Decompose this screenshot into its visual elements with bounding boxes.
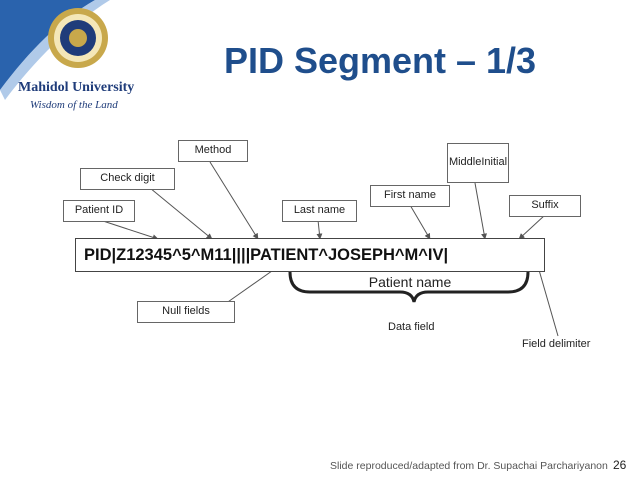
university-name: Mahidol University — [18, 80, 135, 95]
label-first-name: First name — [370, 185, 450, 207]
label-check-digit: Check digit — [80, 168, 175, 190]
slide-credit: Slide reproduced/adapted from Dr. Supach… — [330, 460, 608, 472]
label-null-fields: Null fields — [137, 301, 235, 323]
label-last-name: Last name — [282, 200, 357, 222]
pid-segment: PID|Z12345^5^M11||||PATIENT^JOSEPH^M^IV| — [75, 238, 545, 272]
page-number: 26 — [613, 458, 627, 472]
arrow-first-name — [409, 204, 431, 240]
corner-decoration — [0, 0, 110, 100]
slide-title: PID Segment – 1/3 — [223, 40, 537, 81]
arrow-middle-initial — [474, 182, 488, 240]
patient-name-brace — [288, 271, 530, 303]
arrow-last-name — [316, 219, 323, 240]
university-motto: Wisdom of the Land — [30, 99, 118, 111]
arrow-null-fields — [224, 265, 280, 305]
arrow-suffix — [518, 214, 546, 240]
arrow-check-digit — [149, 187, 213, 240]
label-patient-name: Patient name — [368, 274, 452, 290]
arrow-method — [209, 161, 259, 240]
label-suffix: Suffix — [509, 195, 581, 217]
label-field-delimiter: Field delimiter — [522, 338, 591, 350]
label-method: Method — [178, 140, 248, 162]
arrow-patient-id — [99, 219, 159, 241]
label-patient-id: Patient ID — [63, 200, 135, 222]
university-logo — [48, 8, 108, 68]
label-data-field: Data field — [388, 321, 435, 333]
